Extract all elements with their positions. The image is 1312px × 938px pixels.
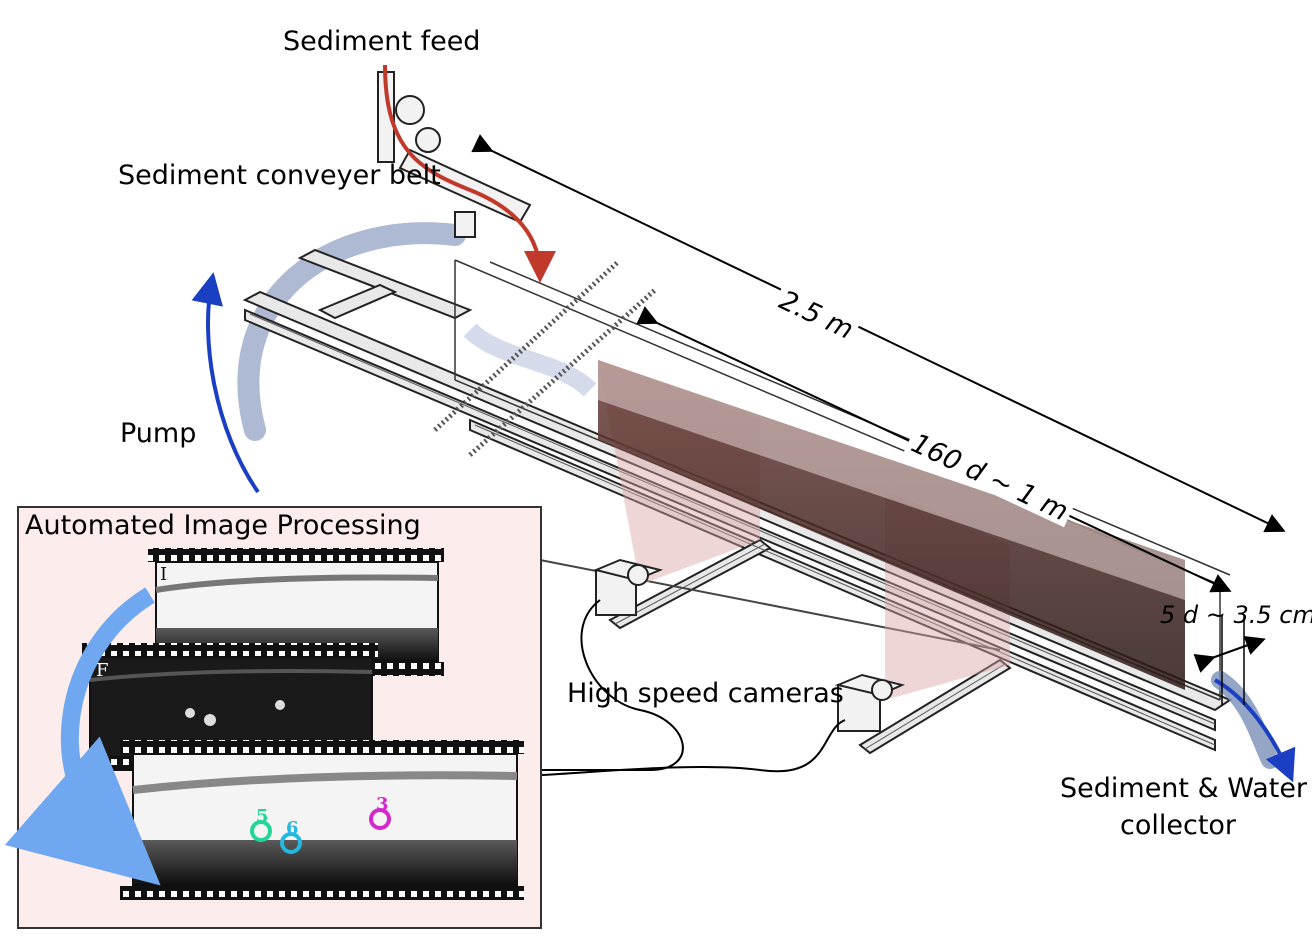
particle-6-marker <box>280 832 302 854</box>
frame-tag-filtered: F <box>96 660 109 681</box>
label-cameras: High speed cameras <box>567 678 844 709</box>
camera-cable-2 <box>541 719 846 776</box>
processing-title: Automated Image Processing <box>25 510 421 541</box>
label-pump: Pump <box>120 418 197 449</box>
frame-tag-initial: I <box>160 564 168 585</box>
section-break-1 <box>433 260 620 432</box>
collector-arrow <box>1214 678 1296 783</box>
label-conveyer-belt: Sediment conveyer belt <box>118 160 441 191</box>
label-collector-2: collector <box>1120 810 1237 841</box>
frame-tracked <box>120 740 524 900</box>
label-width: 5 d ~ 3.5 cm <box>1160 601 1312 629</box>
particle-3-marker <box>369 808 391 830</box>
dim-5d <box>1193 636 1266 673</box>
camera-2 <box>834 673 906 732</box>
label-sediment-feed: Sediment feed <box>283 26 481 57</box>
pump-arrow <box>191 272 260 494</box>
camera-cable-1 <box>542 599 684 772</box>
processing-arrow <box>4 587 161 886</box>
particle-label-6: 6 <box>286 818 299 839</box>
particle-5-marker <box>250 820 272 842</box>
particle-label-5: 5 <box>256 806 269 827</box>
pump-return-arc <box>237 222 466 441</box>
particle-label-3: 3 <box>376 794 389 815</box>
label-collector-1: Sediment & Water <box>1060 773 1308 804</box>
